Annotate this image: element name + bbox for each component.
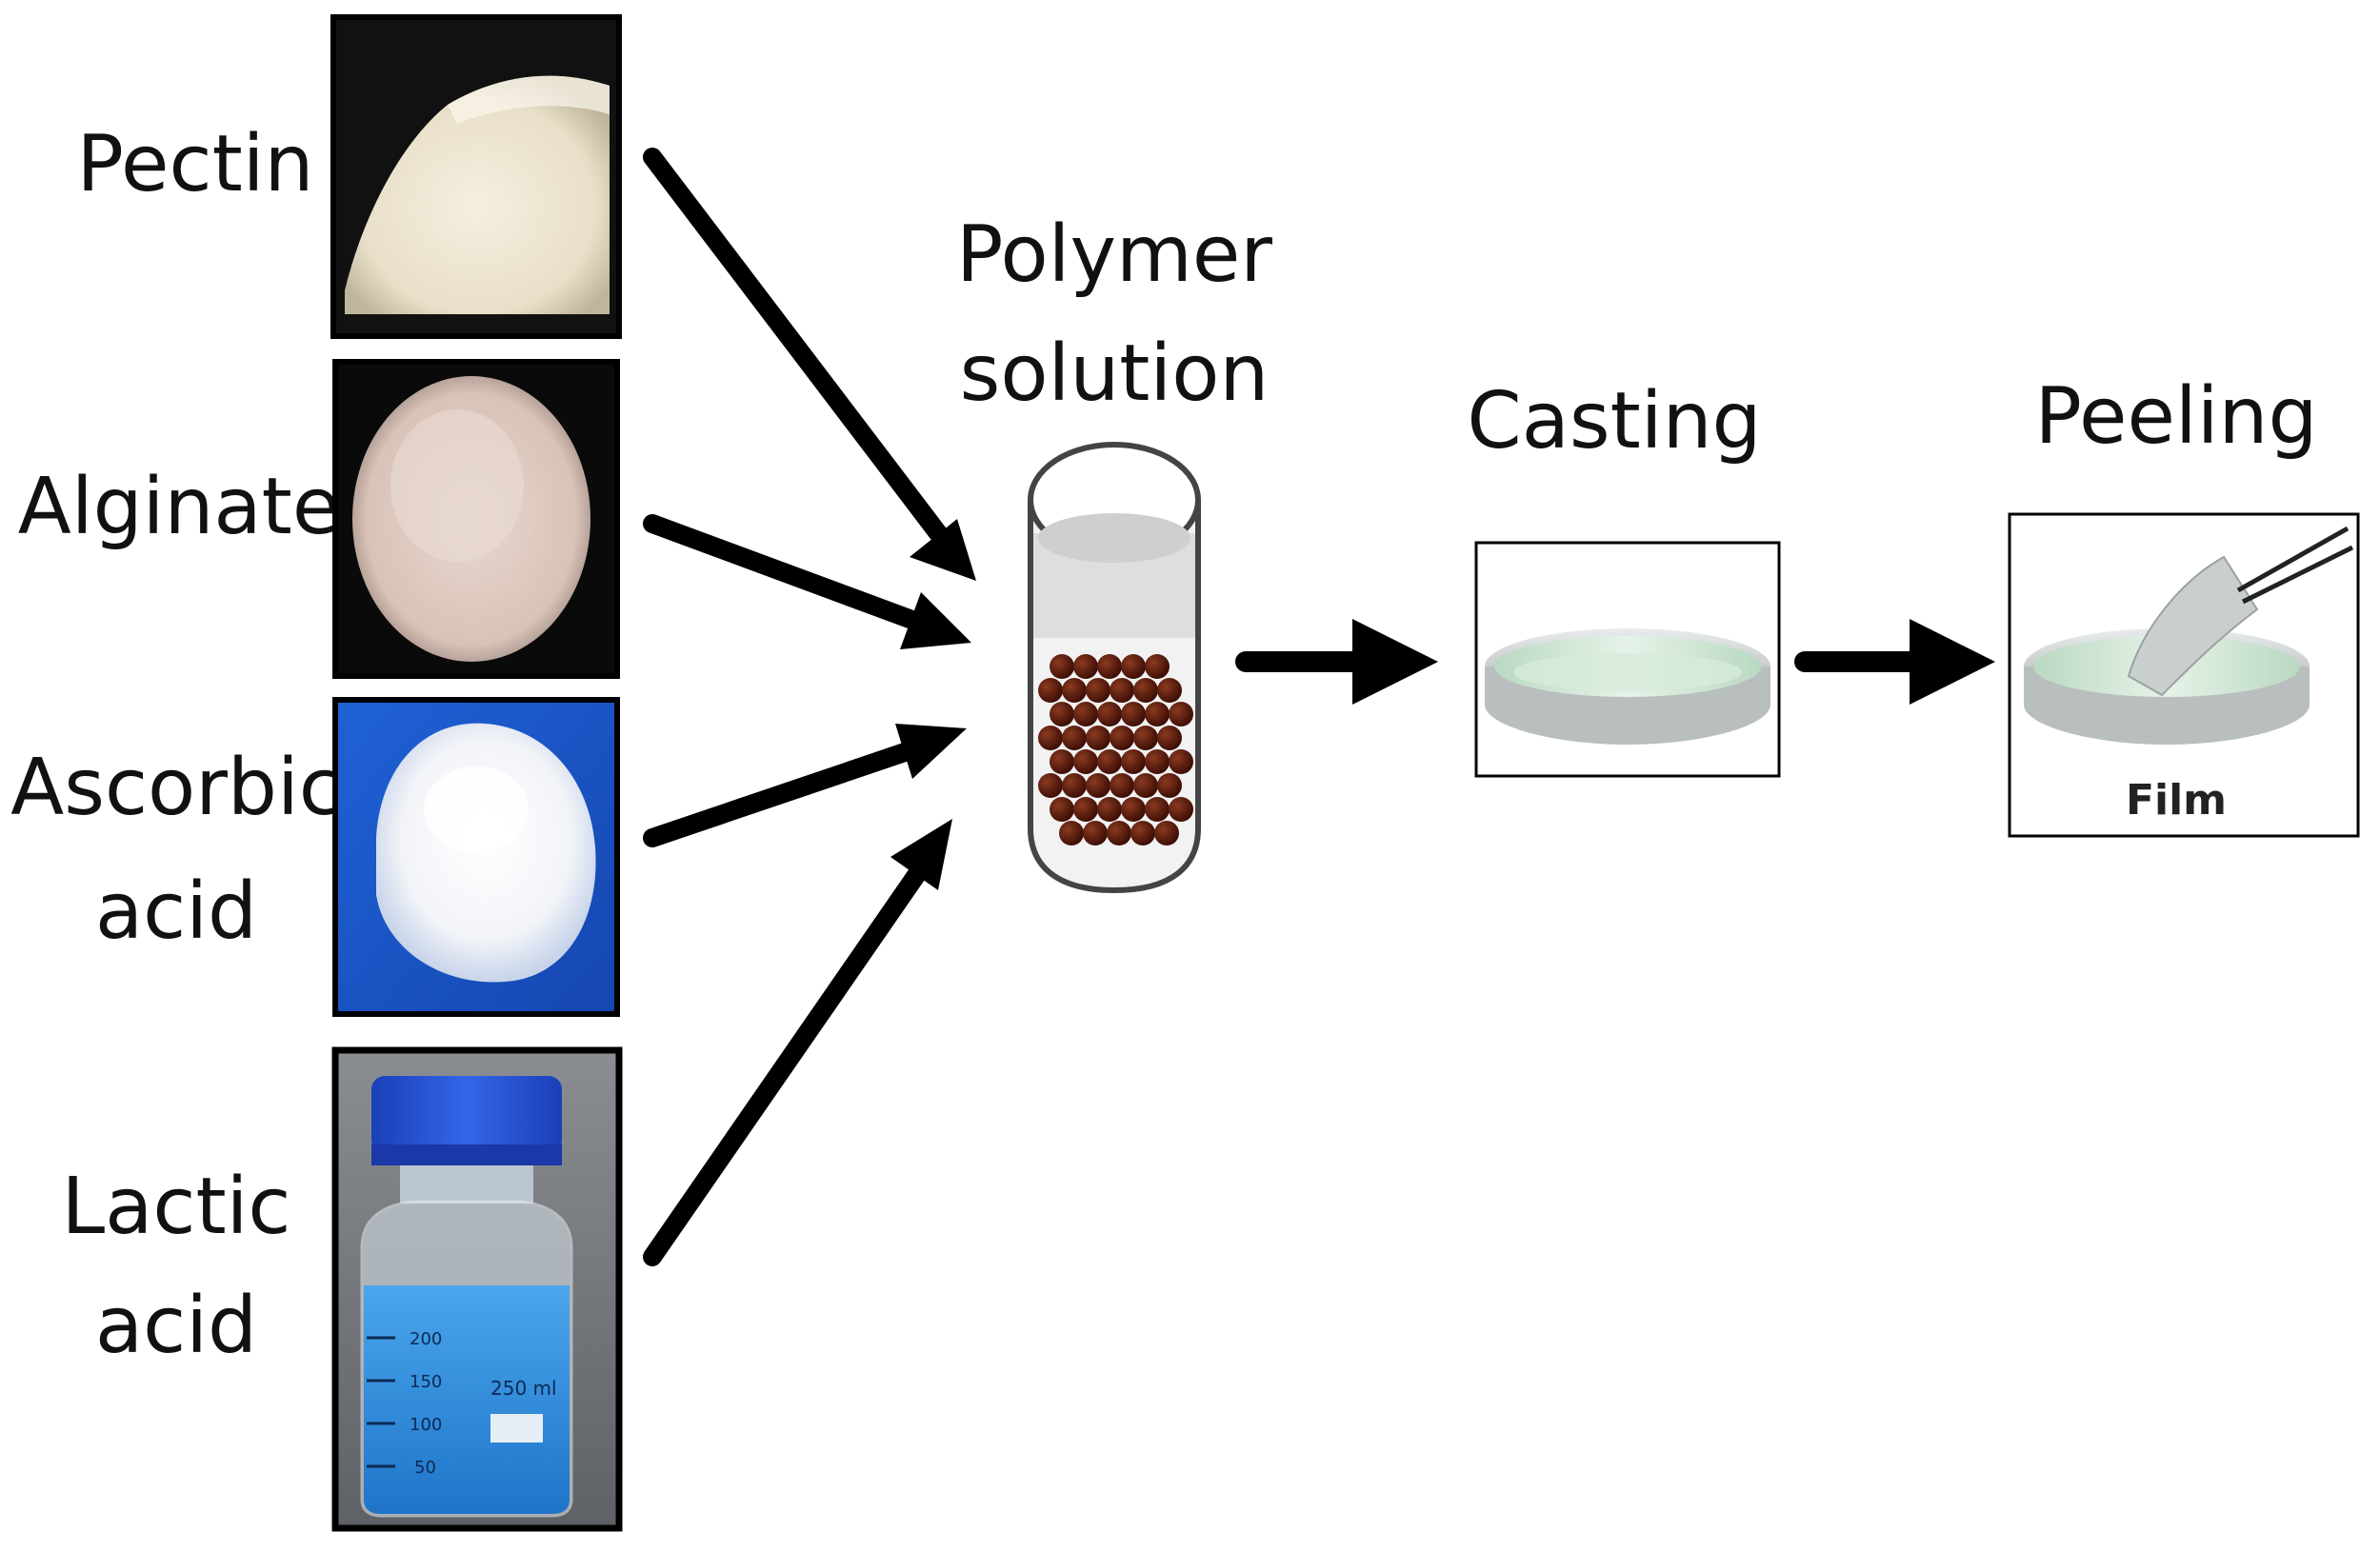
beads — [1038, 654, 1193, 846]
graduation-100: 100 — [410, 1415, 442, 1435]
bead — [1130, 821, 1155, 846]
bead — [1086, 678, 1110, 703]
bead — [1086, 726, 1110, 750]
peeling-label: Peeling — [2034, 371, 2317, 462]
alginate-powder-photo — [332, 359, 620, 679]
bead — [1145, 654, 1170, 679]
bottle-volume-mark: 250 ml — [490, 1377, 557, 1400]
graduation-200: 200 — [410, 1329, 442, 1349]
bead — [1110, 678, 1134, 703]
bead — [1062, 773, 1087, 798]
pectin-label: Pectin — [77, 119, 314, 209]
bead — [1121, 749, 1146, 774]
bead — [1073, 702, 1098, 726]
pectin-powder-photo — [330, 14, 622, 339]
test-tube-beads — [1028, 442, 1201, 894]
bead — [1145, 702, 1170, 726]
bead — [1110, 773, 1134, 798]
bead — [1157, 773, 1182, 798]
arrow-pectin — [643, 148, 948, 543]
bead — [1073, 654, 1098, 679]
petri-dish — [1474, 541, 1781, 778]
bead — [1038, 678, 1063, 703]
bead — [1157, 726, 1182, 750]
lactic-acid-label-line2: acid — [95, 1281, 257, 1371]
arrow-to-casting — [1235, 619, 1438, 705]
bead — [1097, 702, 1122, 726]
arrows-into-solution — [643, 148, 976, 1266]
arrow-to-peeling — [1794, 619, 1995, 705]
bead — [1038, 773, 1063, 798]
bead — [1145, 797, 1170, 822]
bead — [1097, 797, 1122, 822]
polymer-solution-label-line1: Polymer — [956, 209, 1272, 300]
arrow-alginate — [643, 514, 919, 628]
bead — [1050, 749, 1074, 774]
bead — [1050, 797, 1074, 822]
bead — [1097, 654, 1122, 679]
bead — [1062, 726, 1087, 750]
graduation-50: 50 — [414, 1458, 436, 1478]
polymer-solution-label-line2: solution — [960, 328, 1270, 419]
arrow-ascorbic — [643, 743, 914, 847]
bead — [1073, 797, 1098, 822]
ascorbic-acid-label-line2: acid — [95, 866, 257, 957]
bead — [1133, 726, 1158, 750]
bead — [1050, 654, 1074, 679]
bead — [1133, 678, 1158, 703]
arrow-lactic — [643, 862, 929, 1266]
bead — [1086, 773, 1110, 798]
bead — [1059, 821, 1084, 846]
bead — [1050, 702, 1074, 726]
bead — [1121, 702, 1146, 726]
bead — [1169, 702, 1193, 726]
bead — [1145, 749, 1170, 774]
bead — [1073, 749, 1098, 774]
bead — [1110, 726, 1134, 750]
graduation-150: 150 — [410, 1372, 442, 1392]
bead — [1038, 726, 1063, 750]
lactic-acid-bottle-photo: 200 150 100 50 250 ml — [331, 1046, 623, 1532]
ascorbic-acid-label-line1: Ascorbic — [10, 743, 342, 833]
lactic-acid-label-line1: Lactic — [61, 1162, 290, 1252]
bead — [1107, 821, 1131, 846]
alginate-label: Alginate — [18, 462, 341, 552]
bead — [1169, 749, 1193, 774]
casting-label: Casting — [1467, 376, 1761, 467]
bead — [1121, 654, 1146, 679]
bead — [1133, 773, 1158, 798]
bead — [1083, 821, 1108, 846]
bead — [1062, 678, 1087, 703]
petri-dish-with-tweezers: Film — [2008, 512, 2360, 838]
bead — [1121, 797, 1146, 822]
bead — [1097, 749, 1122, 774]
bead — [1157, 678, 1182, 703]
film-caption: Film — [2126, 776, 2227, 825]
bead — [1169, 797, 1193, 822]
ascorbic-acid-crystals-photo — [332, 697, 620, 1017]
bead — [1154, 821, 1179, 846]
